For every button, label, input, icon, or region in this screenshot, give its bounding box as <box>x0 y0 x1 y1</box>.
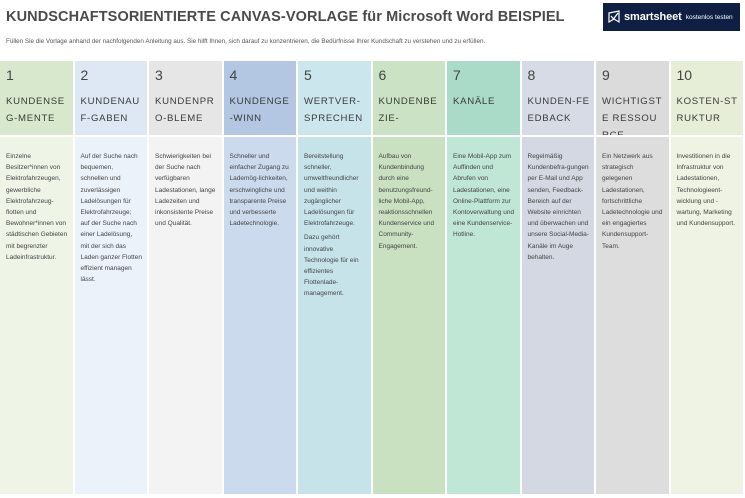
column-number: 10 <box>676 67 693 83</box>
column-divider <box>223 135 296 137</box>
column-divider <box>74 135 147 137</box>
column-label: WERTVER-SPRECHEN <box>304 96 363 124</box>
column-content[interactable]: Regelmäßig Kundenbefra-gungen per E-Mail… <box>521 137 594 494</box>
column-number: 5 <box>304 67 312 83</box>
column-number: 7 <box>453 67 461 83</box>
column-divider <box>670 135 743 137</box>
column-text: Investitionen in die Infrastruktur von L… <box>676 153 736 228</box>
column-divider <box>596 135 669 137</box>
column-content[interactable]: Einzelne Besitzer*innen von Elektrofahrz… <box>0 137 73 494</box>
column-divider <box>0 135 73 137</box>
column-text: Regelmäßig Kundenbefra-gungen per E-Mail… <box>527 153 589 261</box>
column-content[interactable]: Eine Mobil-App zum Auffinden und Abrufen… <box>447 137 520 494</box>
column-number: 8 <box>527 67 536 83</box>
column-number: 6 <box>378 67 387 83</box>
column-number: 1 <box>6 67 14 83</box>
column-content[interactable]: Ein Netzwerk aus strategisch gelegenen L… <box>596 137 669 494</box>
column-text: Schneller und einfacher Zugang zu Lademö… <box>229 153 289 228</box>
column-content[interactable]: Schneller und einfacher Zugang zu Lademö… <box>223 137 296 494</box>
column-label: KUNDENPRO-BLEME <box>155 96 215 124</box>
column-divider <box>521 135 594 137</box>
column-number: 9 <box>602 67 610 83</box>
column-text-extra: Dazu gehört innovative Technologie für e… <box>304 234 359 298</box>
column-content[interactable]: Bereitstellung schneller, umweltfreundli… <box>298 137 371 494</box>
column-number: 2 <box>80 67 89 83</box>
column-text: Aufbau von Kundenbindung durch eine benu… <box>378 153 435 250</box>
column-content[interactable]: Investitionen in die Infrastruktur von L… <box>670 137 743 494</box>
column-text: Bereitstellung schneller, umweltfreundli… <box>304 153 359 228</box>
column-content[interactable]: Auf der Suche nach bequemen, schnellen u… <box>74 137 147 494</box>
column-text: Auf der Suche nach bequemen, schnellen u… <box>80 153 142 284</box>
smartsheet-trial-button[interactable]: smartsheet kostenlos testen <box>603 3 740 31</box>
smartsheet-logo-text: smartsheet <box>624 11 682 23</box>
page-title: KUNDSCHAFTSORIENTIERTE CANVAS-VORLAGE fü… <box>6 9 565 25</box>
column-number: 4 <box>229 67 238 83</box>
instructions-text: Füllen Sie die Vorlage anhand der nachfo… <box>6 38 486 45</box>
column-label: KOSTEN-STRUKTUR <box>676 96 738 124</box>
column-divider <box>372 135 445 137</box>
column-text: Ein Netzwerk aus strategisch gelegenen L… <box>602 153 663 250</box>
smartsheet-logo-icon <box>608 10 620 24</box>
column-label: KUNDENSEG-MENTE <box>6 96 65 124</box>
column-label: KUNDEN-FEEDBACK <box>527 96 590 124</box>
column-label: KANÄLE <box>453 96 496 107</box>
column-divider <box>149 135 222 137</box>
column-label: KUNDENBEZIE- <box>378 96 438 124</box>
column-divider <box>447 135 520 137</box>
column-label: KUNDENGE-WINN <box>229 96 290 124</box>
column-text: Schwierigkeiten bei der Suche nach verfü… <box>155 153 216 228</box>
column-content[interactable]: Schwierigkeiten bei der Suche nach verfü… <box>149 137 222 494</box>
column-text: Eine Mobil-App zum Auffinden und Abrufen… <box>453 153 515 239</box>
column-divider <box>298 135 371 137</box>
column-content[interactable]: Aufbau von Kundenbindung durch eine benu… <box>372 137 445 494</box>
trial-cta-label: kostenlos testen <box>685 13 733 21</box>
column-label: KUNDENAUF-GABEN <box>80 96 140 124</box>
column-text: Einzelne Besitzer*innen von Elektrofahrz… <box>6 153 68 261</box>
column-number: 3 <box>155 67 163 83</box>
